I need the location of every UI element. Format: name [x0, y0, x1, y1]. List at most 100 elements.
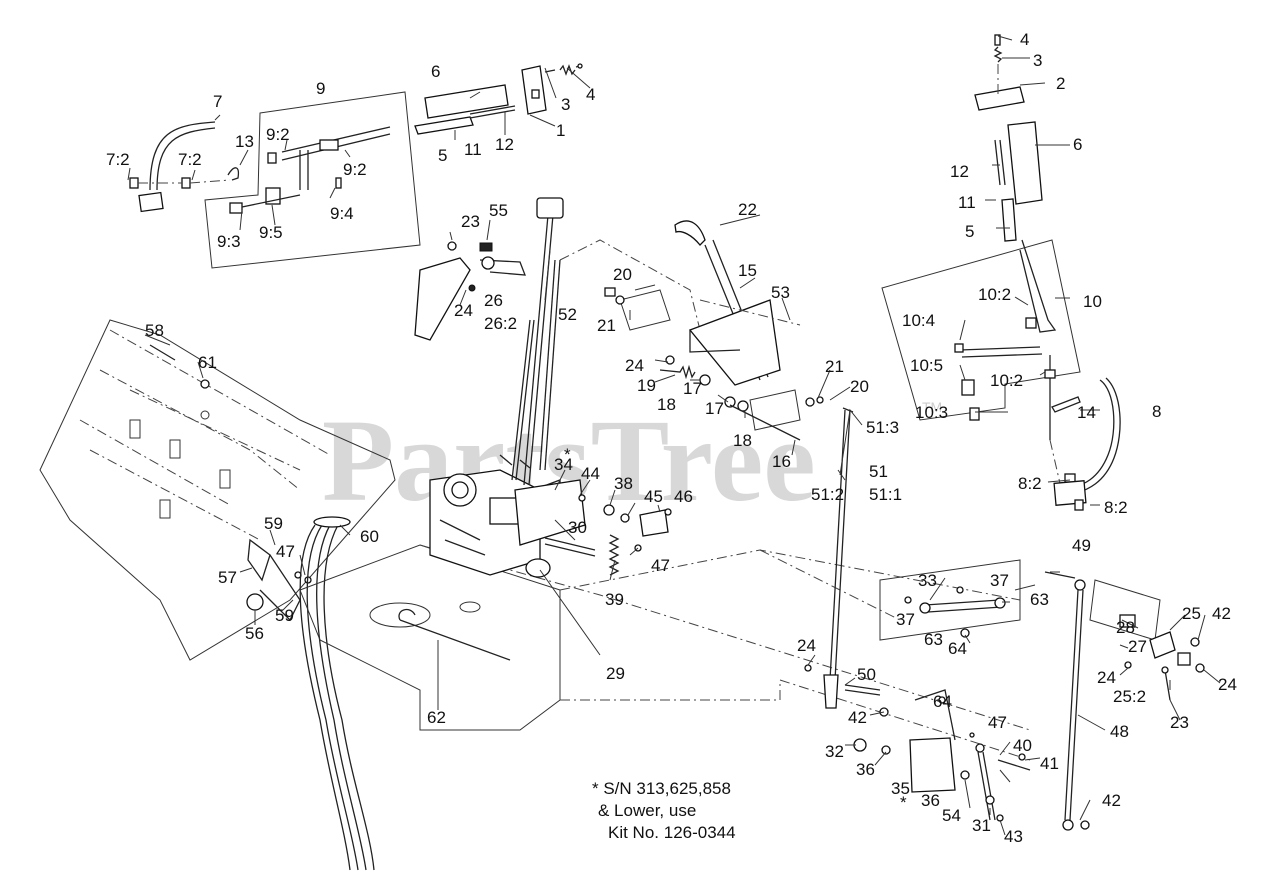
callout-label: 36: [856, 760, 875, 779]
footnote-line-2: & Lower, use: [598, 801, 696, 820]
callout-label: 9:2: [266, 125, 290, 144]
callout-label: 1: [556, 121, 565, 140]
callout-label: 30: [568, 518, 587, 537]
callout-label: 21: [825, 357, 844, 376]
handle-assembly-10: [881, 34, 1081, 506]
footnote-line-3: Kit No. 126-0344: [608, 823, 736, 842]
callout-label: 54: [942, 806, 961, 825]
callout-label: 7:2: [106, 150, 130, 169]
callout-label: 47: [276, 542, 295, 561]
leader-lines: [127, 35, 1221, 836]
callout-label: 24: [625, 356, 644, 375]
shaft-springs: [604, 287, 824, 441]
callout-label: 10:4: [902, 311, 935, 330]
callout-label: 27: [1128, 637, 1147, 656]
callout-label: 51: [869, 462, 888, 481]
callout-label: 24: [454, 301, 473, 320]
callout-label: 10:5: [910, 356, 943, 375]
callout-label: 16: [772, 452, 791, 471]
callout-label: 12: [950, 162, 969, 181]
lever-8: [1053, 377, 1121, 511]
callout-label: 37: [896, 610, 915, 629]
callout-label: 5: [965, 222, 974, 241]
callout-label: 56: [245, 624, 264, 643]
callout-label: 14: [1077, 403, 1096, 422]
callout-label: 42: [848, 708, 867, 727]
callout-label: 20: [613, 265, 632, 284]
callout-labels: 1 2 3 3 4 4 5 5 6 6 7 7:2 7:2 8 8:2 8:2 …: [106, 30, 1237, 846]
callout-label: 2: [1056, 74, 1065, 93]
control-rods: [499, 197, 701, 486]
callout-label: 58: [145, 321, 164, 340]
callout-label: 12: [495, 135, 514, 154]
callout-label: 42: [1102, 791, 1121, 810]
callout-label: 6: [1073, 135, 1082, 154]
callout-label: 17: [705, 399, 724, 418]
callout-label: 49: [1072, 536, 1091, 555]
callout-label: 43: [1004, 827, 1023, 846]
bracket-cables-left: [246, 516, 375, 871]
callout-label: 50: [857, 665, 876, 684]
callout-label: 10:3: [915, 403, 948, 422]
watermark-trademark: TM: [922, 399, 942, 415]
callout-label: 64: [948, 639, 967, 658]
transmission: [429, 469, 596, 578]
callout-label: 47: [988, 713, 1007, 732]
callout-label: 63: [924, 630, 943, 649]
callout-label: 25: [1182, 604, 1201, 623]
callout-label: 21: [597, 316, 616, 335]
callout-label: 55: [489, 201, 508, 220]
callout-label: 51:3: [866, 418, 899, 437]
callout-label: 8:2: [1104, 498, 1128, 517]
callout-label: 31: [972, 816, 991, 835]
callout-label: 47: [651, 556, 670, 575]
callout-label: 25:2: [1113, 687, 1146, 706]
callout-label: 37: [990, 571, 1009, 590]
callout-label: 59: [275, 606, 294, 625]
callout-label: 10:2: [990, 371, 1023, 390]
callout-label: 11: [958, 193, 976, 212]
callout-label: 38: [614, 474, 633, 493]
callout-label: 9:3: [217, 232, 241, 251]
callout-label: 7:2: [178, 150, 202, 169]
callout-label: 26:2: [484, 314, 517, 333]
callout-label: 4: [1020, 30, 1029, 49]
callout-label: 51:1: [869, 485, 902, 504]
callout-label: 3: [561, 95, 570, 114]
callout-label: 20: [850, 377, 869, 396]
footnote-line-1: * S/N 313,625,858: [592, 779, 731, 798]
callout-label: 41: [1040, 754, 1059, 773]
callout-label: 35: [891, 779, 910, 798]
footnote: * S/N 313,625,858 & Lower, use Kit No. 1…: [592, 779, 736, 842]
callout-label: 59: [264, 514, 283, 533]
asterisk-mark: *: [900, 793, 907, 812]
callout-label: 8: [1152, 402, 1161, 421]
callout-label: 18: [657, 395, 676, 414]
callout-label: 5: [438, 146, 447, 165]
callout-label: 24: [1218, 675, 1237, 694]
callout-label: 23: [461, 212, 480, 231]
callout-label: 8:2: [1018, 474, 1042, 493]
callout-label: 64: [933, 692, 952, 711]
callout-label: 53: [771, 283, 790, 302]
callout-label: 11: [464, 140, 482, 159]
callout-label: 18: [733, 431, 752, 450]
callout-label: 61: [198, 353, 217, 372]
callout-label: 7: [213, 92, 222, 111]
callout-label: 28: [1116, 618, 1135, 637]
callout-label: 39: [605, 590, 624, 609]
callout-label: 29: [606, 664, 625, 683]
callout-label: 9:2: [343, 160, 367, 179]
callout-label: 45: [644, 487, 663, 506]
callout-label: 48: [1110, 722, 1129, 741]
callout-label: 13: [235, 132, 254, 151]
callout-label: 33: [918, 571, 937, 590]
callout-label: 34: [554, 455, 573, 474]
lower-right-linkage: [804, 559, 1205, 831]
callout-label: 3: [1033, 51, 1042, 70]
callout-label: 51:2: [811, 485, 844, 504]
callout-label: 6: [431, 62, 440, 81]
callout-label: 63: [1030, 590, 1049, 609]
control-bracket-26: [414, 241, 526, 341]
callout-label: 57: [218, 568, 237, 587]
